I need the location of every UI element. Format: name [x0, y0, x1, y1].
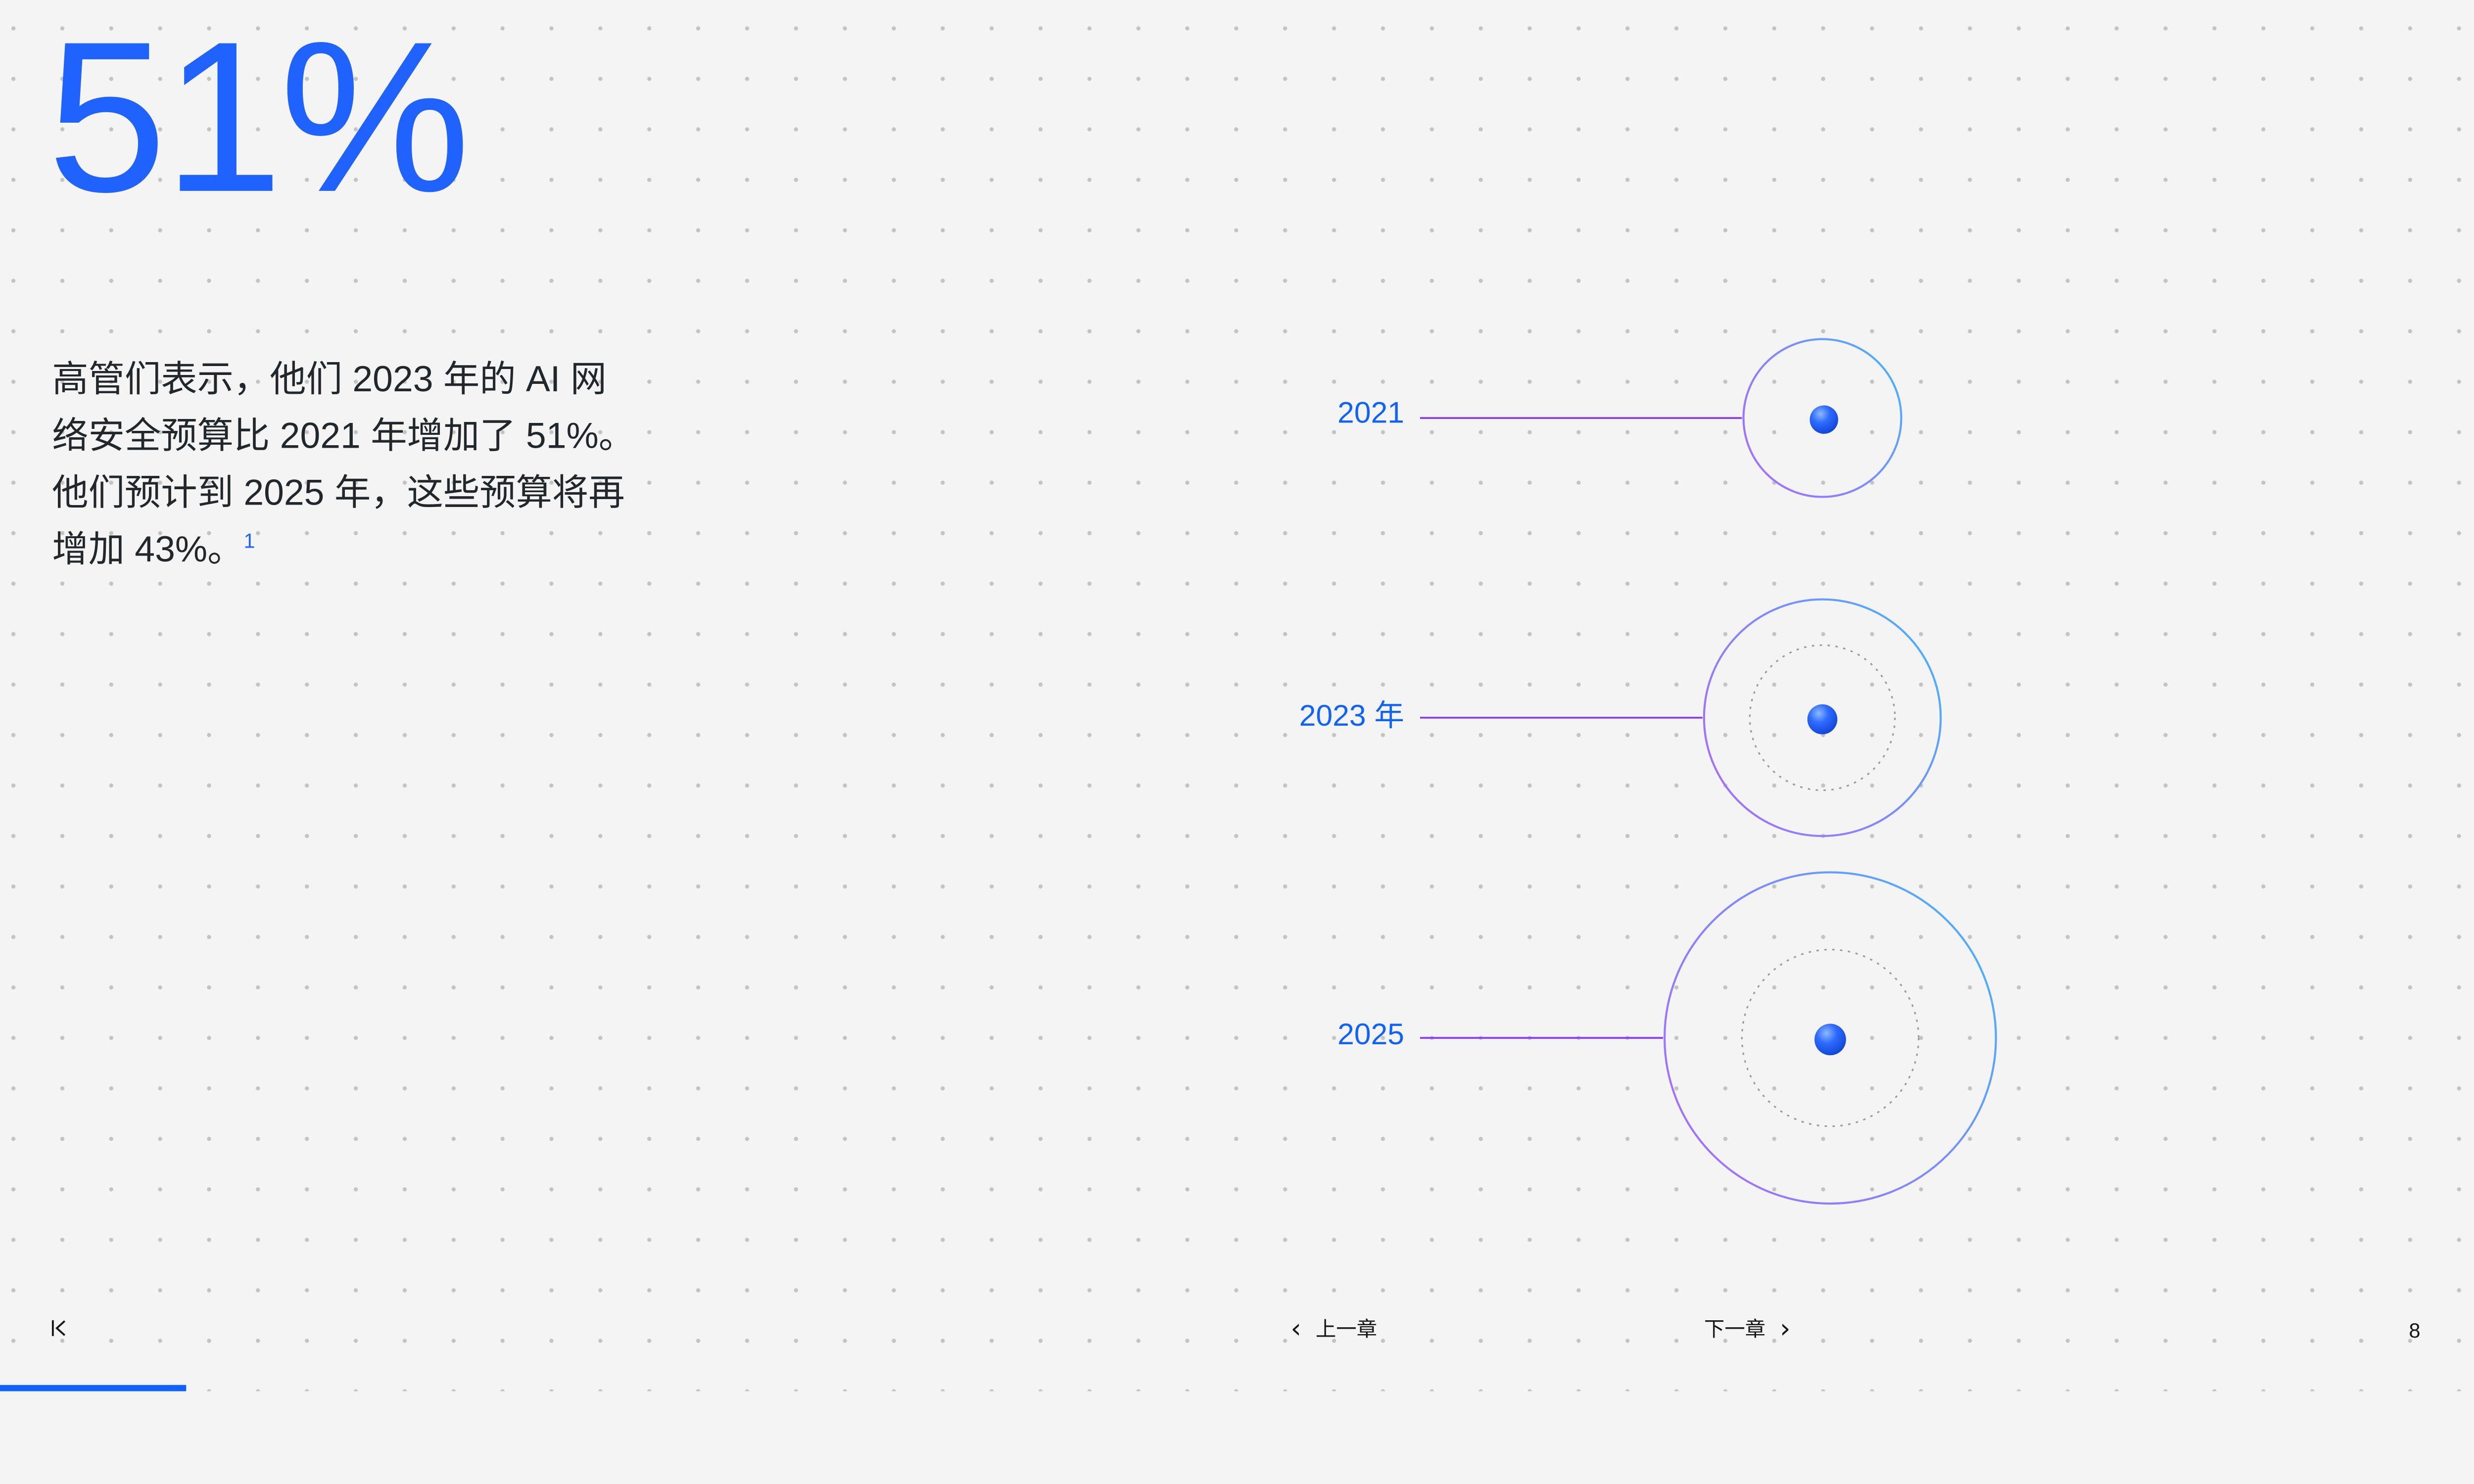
- body-line: 络安全预算比 2021 年增加了 51%。: [52, 415, 635, 456]
- headline-stat: 51%: [47, 0, 471, 237]
- body-line-text: 增加 43%。: [52, 528, 244, 570]
- slide: 51% 高管们表示，他们 2023 年的 AI 网 络安全预算比 2021 年增…: [0, 0, 2474, 1391]
- prev-chapter-button[interactable]: ‹ 上一章: [1290, 1314, 1378, 1346]
- body-paragraph: 高管们表示，他们 2023 年的 AI 网 络安全预算比 2021 年增加了 5…: [52, 350, 635, 577]
- next-chapter-label: 下一章: [1704, 1317, 1766, 1341]
- next-chapter-button[interactable]: 下一章 ›: [1704, 1314, 1791, 1346]
- body-line: 高管们表示，他们 2023 年的 AI 网: [52, 358, 607, 399]
- footnote-reference[interactable]: 1: [243, 529, 255, 553]
- skip-to-start-button[interactable]: [48, 1317, 70, 1340]
- body-line: 他们预计到 2025 年，这些预算将再: [52, 471, 625, 513]
- dot-grid-background: [0, 0, 2474, 1391]
- chevron-right-icon: ›: [1779, 1314, 1791, 1346]
- prev-chapter-label: 上一章: [1315, 1317, 1378, 1341]
- year-label-2025: 2025: [1337, 1019, 1405, 1052]
- progress-bar: [0, 1385, 187, 1391]
- year-label-2023: 2023 年: [1299, 700, 1405, 734]
- year-label-2021: 2021: [1337, 397, 1405, 431]
- skip-to-start-icon: [51, 1320, 66, 1336]
- body-line: 增加 43%。1: [52, 520, 635, 577]
- page-number: 8: [2409, 1318, 2421, 1343]
- chevron-left-icon: ‹: [1290, 1314, 1302, 1346]
